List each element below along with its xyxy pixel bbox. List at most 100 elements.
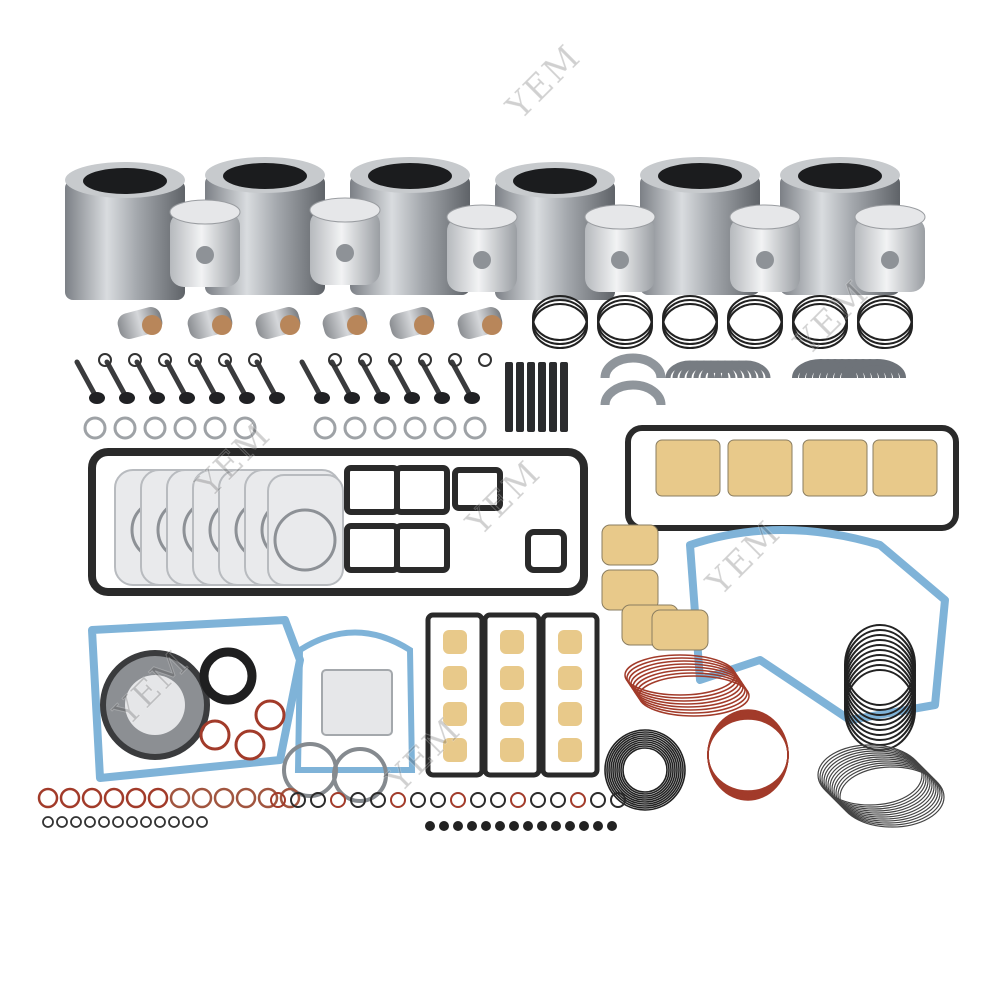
valve-head	[314, 392, 330, 404]
piston-pin-boss	[611, 251, 629, 269]
manifold-port-gasket	[500, 666, 524, 690]
valve-head	[344, 392, 360, 404]
o-ring	[254, 699, 286, 731]
manifold-port-gasket	[558, 702, 582, 726]
conrod-bushing	[347, 315, 367, 335]
thermostat-gasket	[321, 669, 393, 736]
conrod-bushing	[212, 315, 232, 335]
valve-seat-ring	[173, 416, 197, 440]
piston-ring	[792, 303, 848, 349]
valves	[74, 353, 492, 440]
valve-head	[209, 392, 225, 404]
small-o-ring	[390, 792, 406, 808]
rocker-cover-gasket	[394, 465, 450, 515]
small-o-ring	[257, 787, 279, 809]
head-bolt	[560, 362, 568, 432]
manifold-port-gasket	[443, 630, 467, 654]
mini-o-ring	[154, 816, 166, 828]
exhaust-gasket	[651, 609, 709, 651]
o-ring	[606, 731, 684, 809]
o-rings-and-seals	[37, 624, 945, 831]
piston-ring	[662, 299, 718, 345]
valve-seat-ring	[83, 416, 107, 440]
valve-seat-ring	[373, 416, 397, 440]
conrod-bushing	[414, 315, 434, 335]
piston-pin-boss	[196, 246, 214, 264]
valve-stem	[419, 359, 443, 398]
valve-stem-seal	[565, 821, 575, 831]
piston-ring	[597, 303, 653, 349]
small-o-ring	[410, 792, 426, 808]
mini-o-ring	[126, 816, 138, 828]
rod-bearing	[721, 360, 771, 379]
head-bolt	[527, 362, 535, 432]
manifold-port-gasket	[443, 702, 467, 726]
manifold-port-gasket	[500, 702, 524, 726]
valve-stem-seal	[593, 821, 603, 831]
o-ring	[608, 733, 682, 807]
intake-manifold-gasket	[540, 612, 600, 778]
liner-o-ring	[707, 718, 789, 792]
o-ring	[839, 766, 945, 828]
o-ring	[833, 760, 939, 822]
copper-washer	[332, 747, 388, 803]
valve-stem	[389, 359, 413, 398]
piston-pin-boss	[473, 251, 491, 269]
liner-bore	[83, 168, 167, 194]
manifold-port-gasket	[558, 630, 582, 654]
small-o-ring	[590, 792, 606, 808]
manifold-port-gasket	[443, 738, 467, 762]
o-ring	[825, 752, 931, 814]
valve-stem-seal	[551, 821, 561, 831]
valve-head	[179, 392, 195, 404]
valve-head	[374, 392, 390, 404]
valve-stem	[194, 359, 218, 398]
piston-crown	[169, 199, 241, 225]
valve-stem-seal	[481, 821, 491, 831]
o-ring	[199, 719, 231, 751]
small-o-ring	[37, 787, 59, 809]
intake-manifold-gasket	[482, 612, 542, 778]
small-o-ring	[270, 792, 286, 808]
main-bearing	[848, 359, 906, 379]
manifold-port-gasket	[558, 666, 582, 690]
small-o-ring	[59, 787, 81, 809]
o-ring	[837, 764, 943, 826]
timing-gear-housing-gasket	[686, 526, 949, 724]
piston-ring	[857, 299, 913, 345]
piston-ring	[662, 295, 718, 341]
gear-case-gasket	[294, 629, 416, 773]
thrust-bearing	[600, 380, 666, 406]
o-ring	[622, 747, 668, 793]
small-o-ring	[290, 792, 306, 808]
mini-o-ring	[112, 816, 124, 828]
small-o-ring	[550, 792, 566, 808]
o-ring	[817, 744, 923, 806]
valve-stem-seal	[523, 821, 533, 831]
o-ring	[620, 745, 670, 795]
small-o-ring	[81, 787, 103, 809]
piston-crown	[446, 204, 518, 230]
head-bolts	[505, 362, 568, 432]
valve-seat-ring	[343, 416, 367, 440]
valve-clip	[448, 353, 462, 367]
piston-ring	[597, 299, 653, 345]
valve-clip	[418, 353, 432, 367]
small-o-ring	[330, 792, 346, 808]
valve-stem-seal	[607, 821, 617, 831]
manifold-port-gasket	[558, 738, 582, 762]
valve-head	[119, 392, 135, 404]
piston-ring	[597, 295, 653, 341]
o-ring	[819, 746, 925, 808]
front-crankshaft-seal	[199, 647, 257, 705]
liner-bore	[368, 163, 452, 189]
valve-seat-ring	[433, 416, 457, 440]
piston-pin-boss	[881, 251, 899, 269]
mini-o-ring	[42, 816, 54, 828]
valve-stem-seal	[579, 821, 589, 831]
piston-crown	[854, 204, 926, 230]
valve-seat-ring	[143, 416, 167, 440]
liner-bore	[513, 168, 597, 194]
valve-stem	[134, 359, 158, 398]
cylinder-head-gasket	[267, 474, 344, 586]
